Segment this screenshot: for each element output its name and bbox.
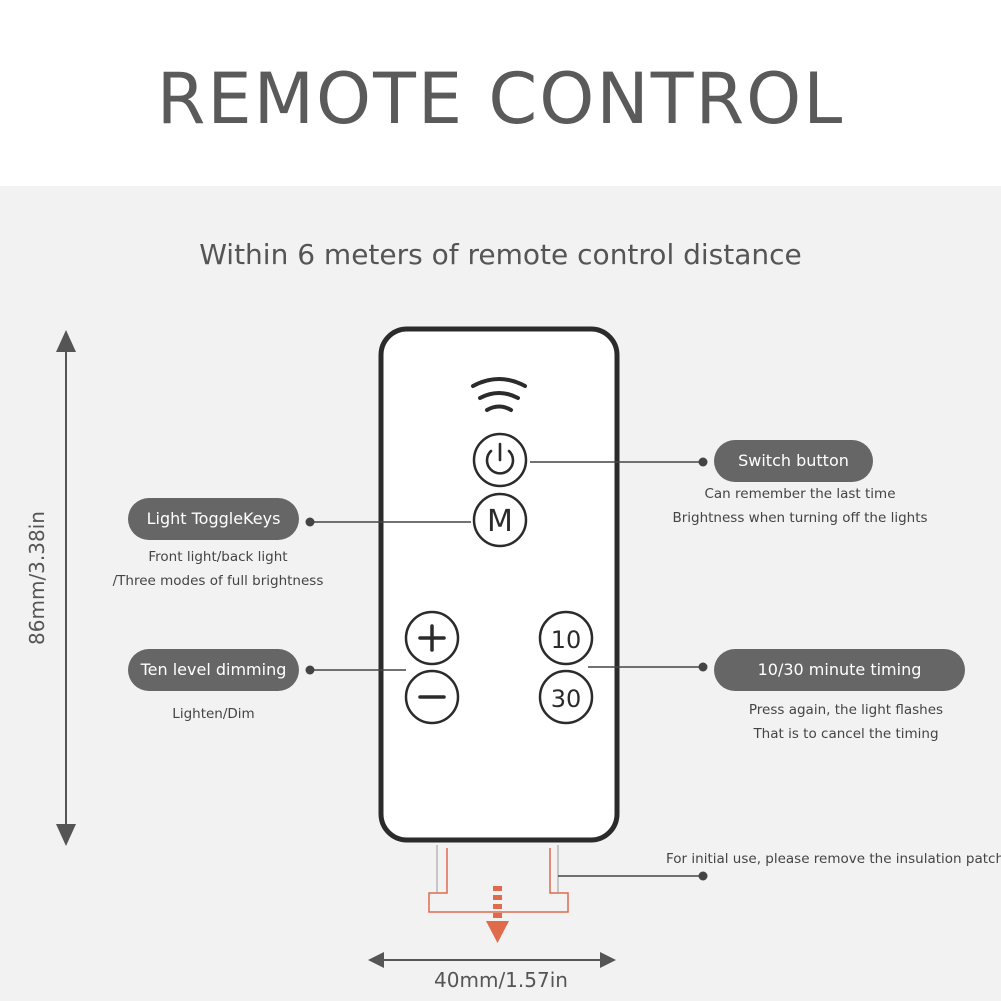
timer-10-button[interactable]: 10 xyxy=(538,610,594,666)
page-title: REMOTE CONTROL xyxy=(156,58,845,140)
toggle-note-line-1: Front light/back light xyxy=(148,549,288,565)
insulation-patch xyxy=(428,845,569,913)
timer-30-label: 30 xyxy=(551,685,582,713)
minus-button[interactable] xyxy=(404,669,460,725)
dimming-note: Lighten/Dim xyxy=(128,702,299,726)
switch-note-line-2: Brightness when turning off the lights xyxy=(672,510,928,526)
width-dimension-arrow xyxy=(368,952,616,968)
timing-note: Press again, the light flashes That is t… xyxy=(706,698,986,746)
power-icon xyxy=(485,442,515,475)
plus-button[interactable] xyxy=(404,610,460,666)
timer-10-label: 10 xyxy=(551,626,582,654)
mode-button[interactable]: M xyxy=(472,492,528,548)
plus-icon xyxy=(418,624,446,652)
insulation-note: For initial use, please remove the insul… xyxy=(666,851,1001,867)
toggle-note: Front light/back light /Three modes of f… xyxy=(100,545,336,593)
ten-level-dimming-callout: Ten level dimming xyxy=(128,649,299,691)
toggle-note-line-2: /Three modes of full brightness xyxy=(112,573,324,589)
wifi-signal-icon xyxy=(471,377,527,412)
timing-note-line-2: That is to cancel the timing xyxy=(753,726,939,742)
arrow-down-icon xyxy=(486,886,509,943)
switch-note-line-1: Can remember the last time xyxy=(704,486,896,502)
timing-callout: 10/30 minute timing xyxy=(714,649,965,691)
mode-button-label: M xyxy=(487,504,513,539)
timing-note-line-1: Press again, the light flashes xyxy=(748,702,944,718)
height-dimension-arrow xyxy=(56,330,76,846)
switch-button-callout: Switch button xyxy=(714,440,873,482)
timer-30-button[interactable]: 30 xyxy=(538,669,594,725)
callout-lines xyxy=(305,457,708,881)
width-dimension-label: 40mm/1.57in xyxy=(434,968,568,992)
subtitle: Within 6 meters of remote control distan… xyxy=(199,238,802,271)
header: REMOTE CONTROL xyxy=(0,0,1001,186)
light-togglekeys-callout: Light ToggleKeys xyxy=(128,498,299,540)
switch-note: Can remember the last time Brightness wh… xyxy=(640,482,960,530)
dimming-note-line-1: Lighten/Dim xyxy=(172,706,255,722)
power-button[interactable] xyxy=(472,432,528,488)
height-dimension-label: 86mm/3.38in xyxy=(25,511,49,645)
